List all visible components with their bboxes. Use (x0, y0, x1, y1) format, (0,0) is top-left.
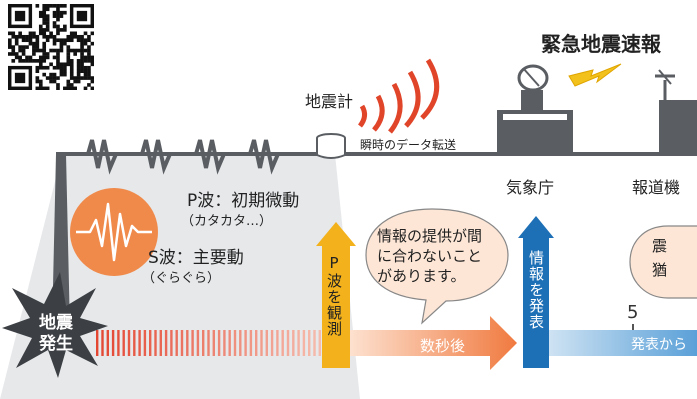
seismic-wave-icon (68, 186, 160, 278)
partial-bubble-line: 猶 (652, 261, 668, 279)
diagram-title: 緊急地震速報 (541, 32, 661, 56)
ripple-stripe (286, 330, 290, 356)
ripple-stripe (260, 330, 263, 356)
ripple-stripe (143, 330, 147, 356)
ripple-stripe (297, 330, 300, 356)
media-label: 報道機 (632, 178, 681, 197)
partial-bubble-line: 震 (652, 237, 668, 255)
seismometer-label: 地震計 (305, 92, 354, 111)
ripple-stripe (308, 330, 311, 356)
ripple-stripe (223, 330, 226, 356)
ripple-stripe (117, 330, 120, 356)
ripple-stripe (255, 330, 258, 356)
transmission-label: 瞬時のデータ転送 (360, 138, 457, 152)
announce-label: 発表から (631, 337, 687, 353)
s-wave-title: S波：主要動 (148, 248, 244, 268)
s-wave-sound: （ぐらぐら） (142, 271, 221, 286)
ripple-stripe (281, 330, 284, 356)
ripple-stripe (106, 330, 109, 356)
earthquake-label-line2: 発生 (39, 334, 73, 354)
ripple-stripe (233, 330, 237, 356)
ripple-stripe (228, 330, 231, 356)
jma-building-icon (493, 58, 577, 154)
ripple-stripe (101, 330, 104, 356)
ripple-stripe (186, 330, 189, 356)
ripple-stripe (239, 330, 242, 356)
media-building-icon (655, 66, 697, 156)
p-wave-title: P波：初期微動 (187, 191, 300, 211)
earthquake-label-line1: 地震 (39, 313, 73, 333)
ripple-stripe (196, 330, 200, 356)
radio-waves-icon (352, 56, 462, 136)
ripple-stripe (138, 330, 141, 356)
callout-line: 情報の提供が間 (377, 227, 483, 245)
issue-label: 情報を発表 (527, 250, 545, 330)
callout-text: 情報の提供が間 に合わないこと があります。 (377, 226, 482, 286)
ripple-stripe (127, 330, 131, 356)
ripple-stripe (170, 330, 173, 356)
timeline-tick (632, 324, 634, 330)
callout-line: があります。 (377, 267, 466, 285)
ripple-stripe (217, 330, 221, 356)
partial-bubble (628, 222, 697, 302)
ripple-stripe (159, 330, 162, 356)
p-wave-observed-arrow (316, 222, 356, 368)
ripple-stripe (212, 330, 215, 356)
ripple-stripe (265, 330, 268, 356)
ripple-stripe (249, 330, 253, 356)
lightning-icon (567, 62, 623, 88)
ripple-stripe (276, 330, 279, 356)
earthquake-burst-icon (0, 270, 110, 380)
ripple-stripe (318, 330, 321, 356)
ripple-stripe (96, 330, 99, 356)
ripple-stripe (154, 330, 157, 356)
ripple-stripe (313, 330, 316, 356)
p-wave-sound: （カタカタ…） (181, 214, 273, 229)
seismometer-icon (315, 133, 347, 161)
ripple-stripe (111, 330, 115, 356)
ripple-stripe (133, 330, 136, 356)
timeline-number: 5 (627, 302, 639, 323)
callout-bubble (362, 205, 512, 325)
ripple-stripe (292, 330, 295, 356)
p-wave-observed-label: P波を観測 (325, 254, 343, 337)
partial-bubble-text: 震 猶 (652, 234, 667, 282)
ripple-stripe (122, 330, 125, 356)
ripple-stripe (207, 330, 210, 356)
ripple-stripe (175, 330, 178, 356)
agency-label: 気象庁 (506, 178, 555, 197)
ripple-stripe (302, 330, 306, 356)
seconds-later-label: 数秒後 (420, 337, 466, 355)
ripple-stripe (270, 330, 274, 356)
ripple-stripe (191, 330, 194, 356)
ripple-stripe (180, 330, 184, 356)
ripple-stripe (149, 330, 152, 356)
ripple-stripe (202, 330, 205, 356)
earthquake-label: 地震 発生 (31, 313, 81, 355)
ripple-stripe (244, 330, 247, 356)
ripple-stripe (164, 330, 168, 356)
callout-line: に合わないこと (377, 247, 483, 265)
issue-arrow (518, 216, 554, 368)
qr-code (8, 4, 94, 90)
